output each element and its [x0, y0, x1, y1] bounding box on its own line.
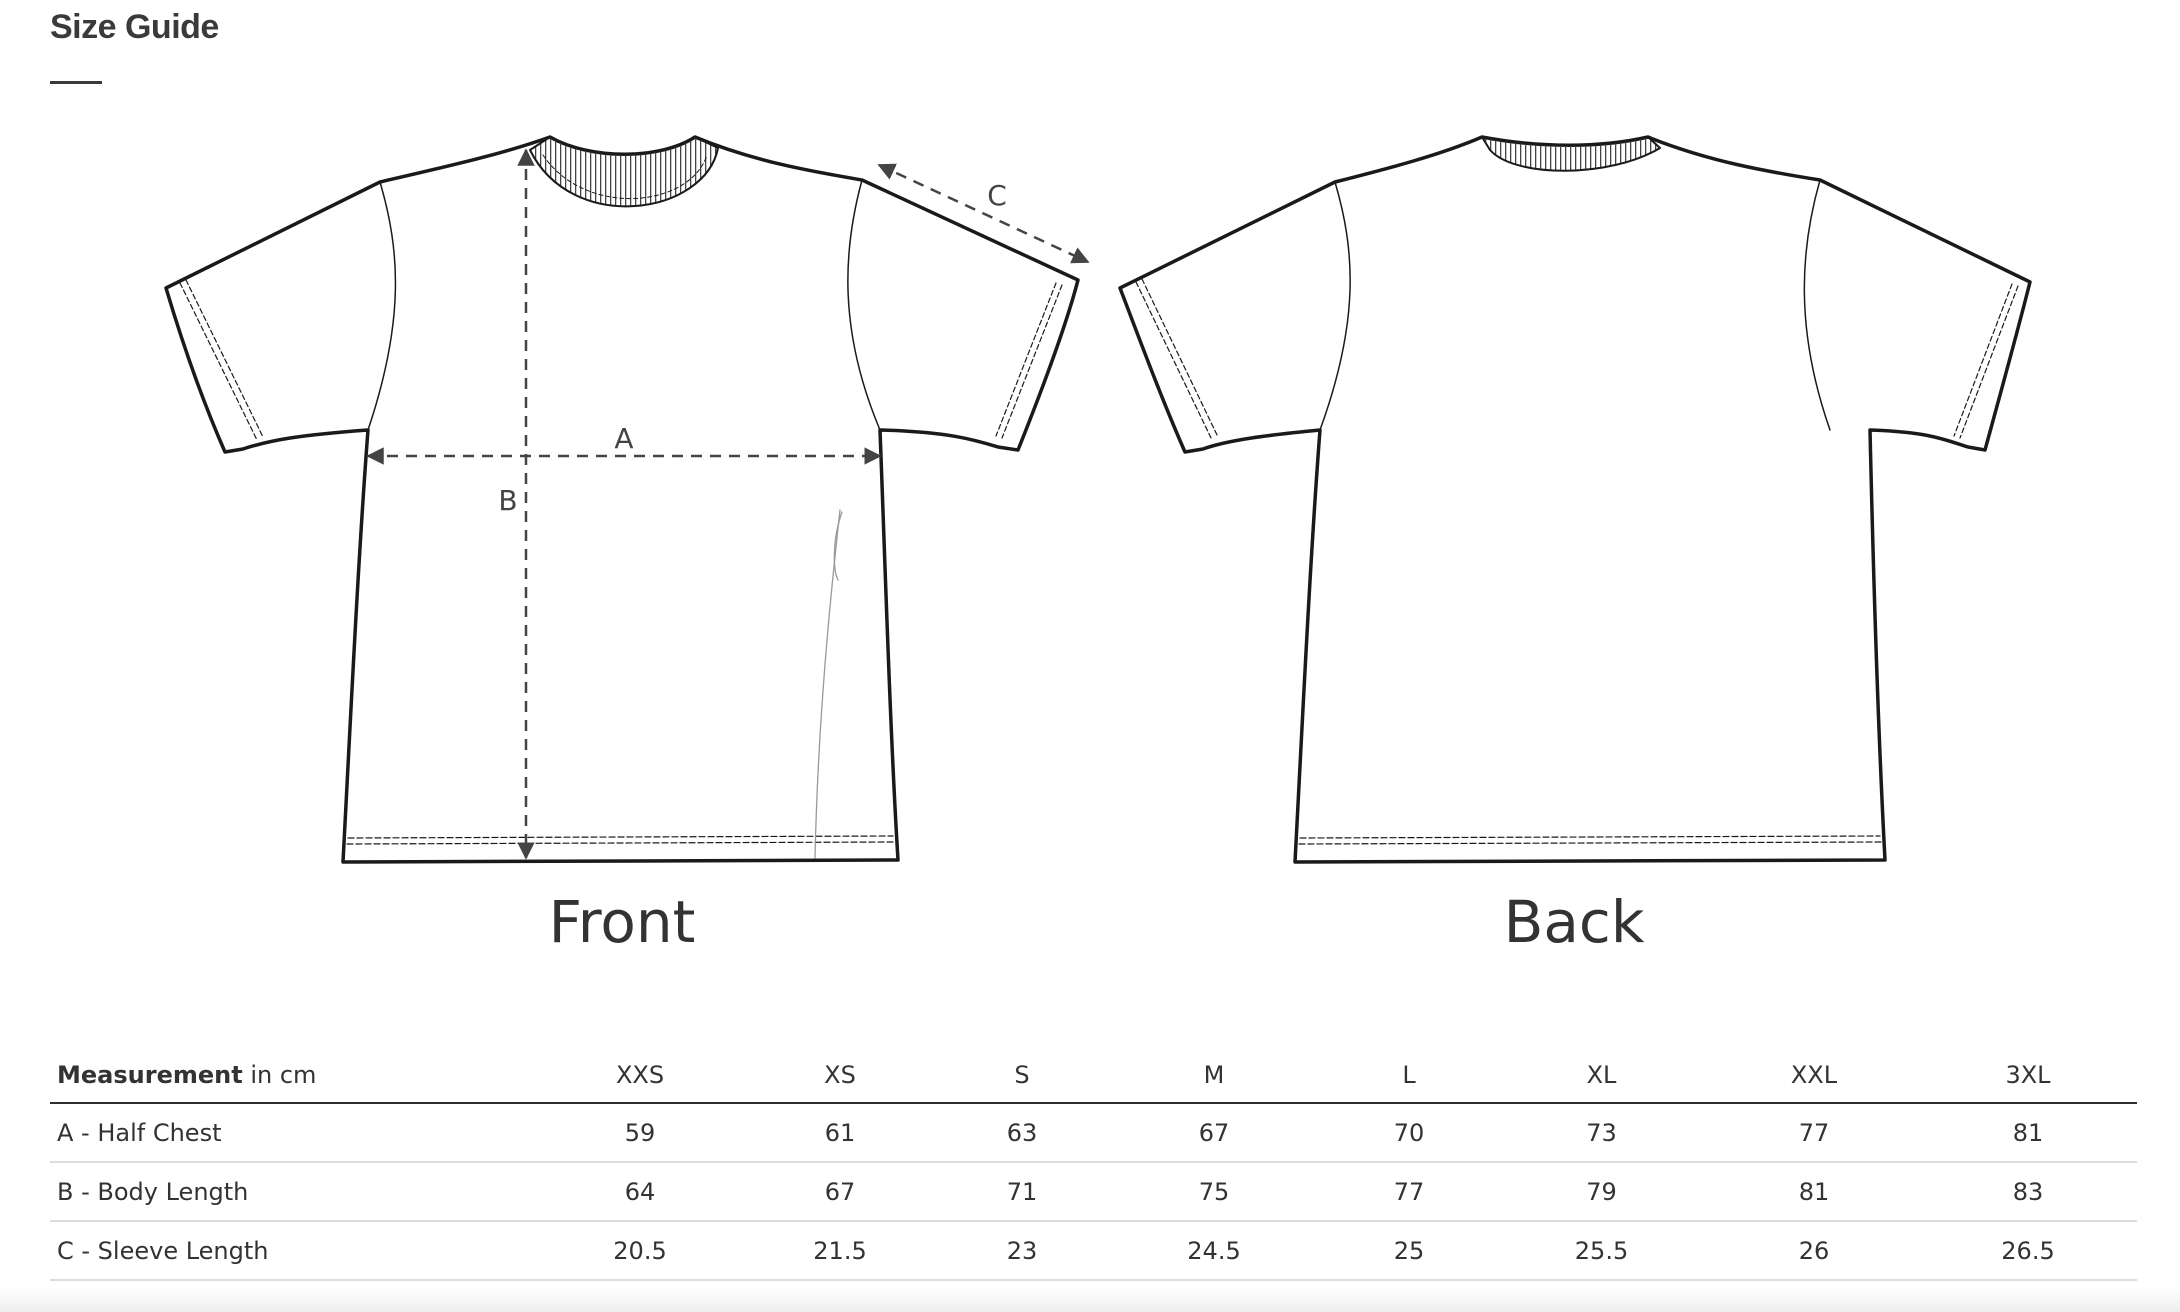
row-label: C - Sleeve Length	[50, 1221, 540, 1281]
front-outline	[164, 135, 1080, 864]
size-xxl-header: XXL	[1709, 1048, 1919, 1104]
size-m-header: M	[1104, 1048, 1324, 1104]
table-cell: 79	[1494, 1162, 1709, 1222]
table-cell: 75	[1104, 1162, 1324, 1222]
table-cell: 81	[1919, 1103, 2137, 1163]
table-cell: 70	[1324, 1103, 1494, 1163]
size-l-header: L	[1324, 1048, 1494, 1104]
table-cell: 61	[740, 1103, 940, 1163]
table-cell: 77	[1324, 1162, 1494, 1222]
size-3xl-header: 3XL	[1919, 1048, 2137, 1104]
row-label: B - Body Length	[50, 1162, 540, 1222]
measurement-arrows	[366, 148, 1090, 860]
table-cell: 83	[1919, 1162, 2137, 1222]
size-table: Measurement in cm XXS XS S M L XL XXL 3X…	[50, 1048, 2137, 1281]
back-tshirt	[1118, 135, 2032, 864]
page-bottom-shade	[0, 1288, 2180, 1312]
label-c: C	[987, 179, 1007, 212]
table-cell: 73	[1494, 1103, 1709, 1163]
page-title: Size Guide	[50, 8, 219, 46]
table-cell: 26	[1709, 1221, 1919, 1281]
front-tshirt	[164, 135, 1080, 864]
size-xs-header: XS	[740, 1048, 940, 1104]
table-cell: 59	[540, 1103, 740, 1163]
back-collar-rib	[1481, 136, 1661, 172]
label-a: A	[614, 422, 633, 455]
size-s-header: S	[940, 1048, 1104, 1104]
table-cell: 20.5	[540, 1221, 740, 1281]
title-underline	[50, 81, 102, 84]
table-cell: 81	[1709, 1162, 1919, 1222]
table-cell: 63	[940, 1103, 1104, 1163]
sleeve-length-arrow	[877, 163, 1090, 264]
table-row-half-chest: A - Half Chest 59 61 63 67 70 73 77 81	[50, 1103, 2137, 1163]
table-cell: 77	[1709, 1103, 1919, 1163]
table-cell: 23	[940, 1221, 1104, 1281]
back-outline	[1118, 135, 2032, 864]
table-cell: 64	[540, 1162, 740, 1222]
table-cell: 21.5	[740, 1221, 940, 1281]
table-cell: 71	[940, 1162, 1104, 1222]
size-xxs-header: XXS	[540, 1048, 740, 1104]
table-row-body-length: B - Body Length 64 67 71 75 77 79 81 83	[50, 1162, 2137, 1222]
tshirt-diagram: A B C	[164, 135, 2032, 864]
table-cell: 24.5	[1104, 1221, 1324, 1281]
table-row-sleeve-length: C - Sleeve Length 20.5 21.5 23 24.5 25 2…	[50, 1221, 2137, 1281]
table-cell: 67	[740, 1162, 940, 1222]
table-cell: 25	[1324, 1221, 1494, 1281]
back-label: Back	[1503, 888, 1645, 956]
label-b: B	[498, 484, 517, 517]
size-xl-header: XL	[1494, 1048, 1709, 1104]
front-label: Front	[548, 888, 696, 956]
measurement-header: Measurement in cm	[50, 1048, 540, 1104]
row-label: A - Half Chest	[50, 1103, 540, 1163]
table-cell: 67	[1104, 1103, 1324, 1163]
size-header-row: Measurement in cm XXS XS S M L XL XXL 3X…	[50, 1048, 2137, 1104]
table-cell: 25.5	[1494, 1221, 1709, 1281]
table-cell: 26.5	[1919, 1221, 2137, 1281]
